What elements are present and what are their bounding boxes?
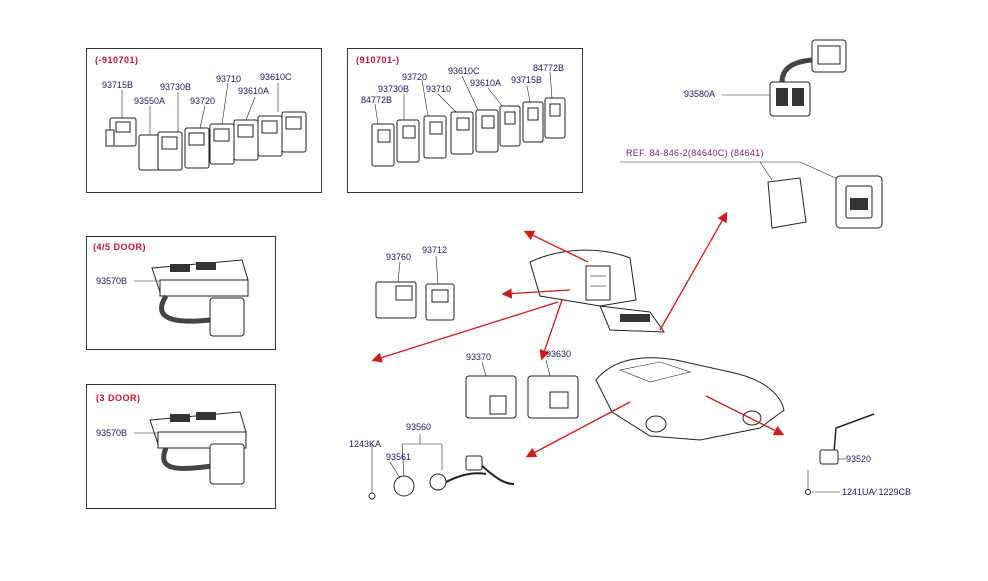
label-93720-mid: 93720	[402, 72, 428, 82]
label-93570B-4-5-door: 93570B	[96, 276, 128, 286]
label-93520: 93520	[846, 454, 872, 464]
label-93610A-left: 93610A	[238, 86, 270, 96]
label-93730B-left: 93730B	[160, 82, 192, 92]
master-switch-3-door	[134, 411, 247, 485]
label-1243KA: 1243KA	[349, 439, 382, 449]
switch-row-left	[105, 82, 307, 171]
switches-93370-93630	[465, 359, 579, 419]
label-93710-mid: 93710	[426, 84, 452, 94]
label-93550A-left: 93550A	[134, 96, 166, 106]
label-93715B-left: 93715B	[102, 80, 134, 90]
label-93710-left: 93710	[216, 74, 242, 84]
label-93561: 93561	[386, 452, 412, 462]
dashboard	[529, 249, 665, 333]
ref-items	[620, 161, 883, 229]
master-switch-4-5-door	[134, 259, 249, 337]
switch-row-mid	[371, 71, 566, 167]
label-93720-left: 93720	[190, 96, 216, 106]
header-3-door: (3 DOOR)	[96, 393, 141, 403]
label-93730B-mid: 93730B	[378, 84, 410, 94]
label-93712: 93712	[422, 245, 448, 255]
label-93610C-left: 93610C	[260, 72, 292, 82]
label-1241UA-1229CB: 1241UA∕ 1229CB	[842, 487, 912, 497]
ref-label-84640C-84641: REF. 84-846-2(84640C) (84641)	[626, 148, 764, 158]
label-93610C-mid: 93610C	[448, 66, 480, 76]
sensor-93520	[805, 413, 875, 495]
header-pre-910701: (-910701)	[95, 55, 139, 65]
switches-93760-93712	[375, 255, 455, 321]
connector-93580A	[722, 39, 847, 117]
label-93715B-mid: 93715B	[511, 75, 543, 85]
label-93370: 93370	[466, 352, 492, 362]
header-4-5-door: (4/5 DOOR)	[93, 242, 147, 252]
label-93570B-3-door: 93570B	[96, 428, 128, 438]
label-93560: 93560	[406, 422, 432, 432]
reference-arrows	[371, 211, 785, 458]
label-84772B-left: 84772B	[361, 95, 393, 105]
label-84772B-top: 84772B	[533, 63, 565, 73]
car-outline	[595, 357, 785, 441]
header-post-910701: (910701-)	[356, 55, 400, 65]
parts-93560-93561	[368, 434, 515, 500]
label-93580A: 93580A	[684, 89, 716, 99]
label-93610A-mid: 93610A	[470, 78, 502, 88]
label-93760: 93760	[386, 252, 412, 262]
label-93630: 93630	[546, 349, 572, 359]
